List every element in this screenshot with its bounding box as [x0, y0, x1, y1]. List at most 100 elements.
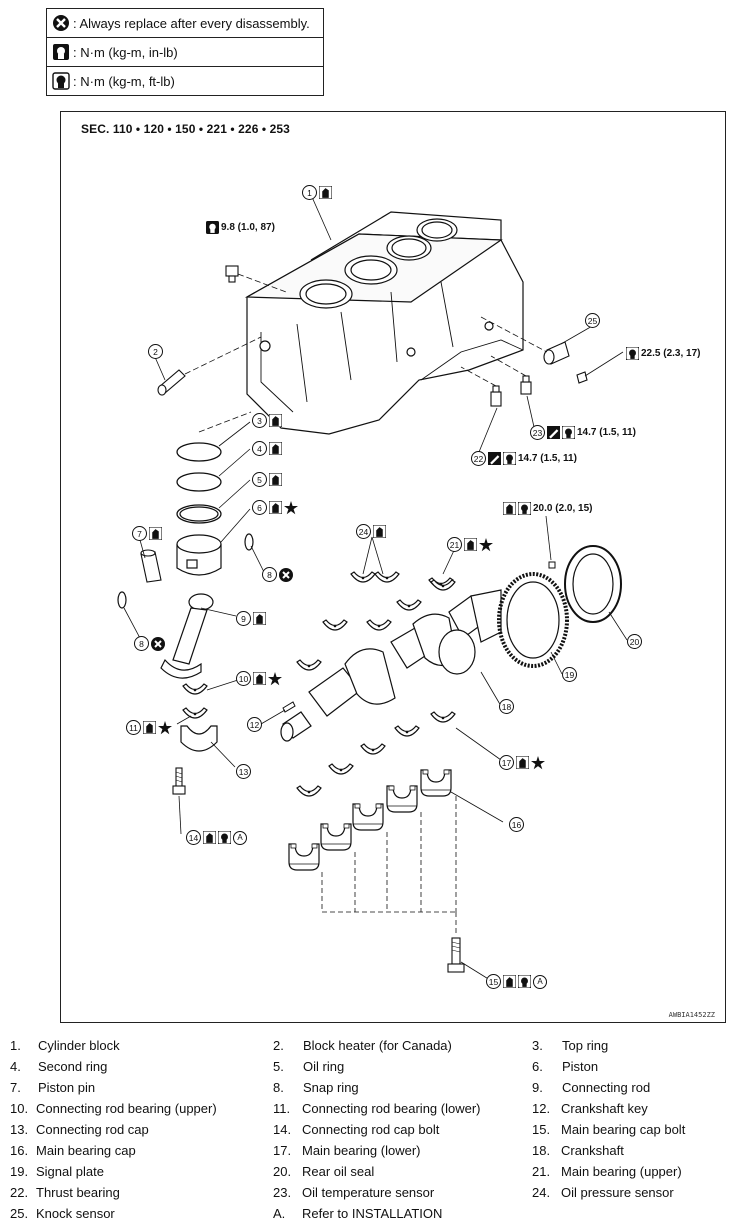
part-number: 12.: [532, 1101, 551, 1116]
callout-number: 11: [126, 720, 141, 735]
callout-number: 5: [252, 472, 267, 487]
part-name: Main bearing cap bolt: [561, 1122, 686, 1137]
part-number: 23.: [273, 1185, 292, 1200]
callout-number: 23: [530, 425, 545, 440]
lubricate-icon: [319, 186, 332, 199]
part-number: 21.: [532, 1164, 551, 1179]
callout-number: 1: [302, 185, 317, 200]
torque-ft-lb-icon: [52, 72, 70, 90]
part-number: 10.: [10, 1101, 29, 1116]
callout-8-right: 8: [262, 567, 293, 582]
part-name: Connecting rod cap: [36, 1122, 149, 1137]
part-number: A.: [273, 1206, 286, 1221]
part-number: 5.: [273, 1059, 284, 1074]
lubricate-icon: [516, 756, 529, 769]
callout-2: 2: [148, 344, 163, 359]
part-number: 8.: [273, 1080, 284, 1095]
crankshaft-drawing: [280, 589, 502, 742]
rod-cap-drawing: [180, 725, 218, 752]
part-name: Main bearing (lower): [302, 1143, 421, 1158]
part-number: 2.: [273, 1038, 284, 1053]
part-name: Main bearing (upper): [561, 1164, 682, 1179]
part-number: 25.: [10, 1206, 29, 1221]
legend-text-torque-ft-lb: : N·m (kg-m, ft-lb): [73, 73, 175, 89]
callout-number: 8: [134, 636, 149, 651]
callout-number: 7: [132, 526, 147, 541]
torque-ft-lb-icon: [503, 452, 516, 465]
part-number: 14.: [273, 1122, 292, 1137]
callout-13: 13: [236, 764, 251, 779]
part-number: 19.: [10, 1164, 29, 1179]
part-name: Connecting rod: [562, 1080, 651, 1095]
lubricate-icon: [143, 721, 156, 734]
callout-number: 20: [627, 634, 642, 649]
callout-24: 23 14.7 (1.5, 11): [530, 425, 636, 440]
star-icon: [531, 755, 545, 769]
piston-drawing: [176, 534, 222, 576]
callout-19: 19: [562, 667, 577, 682]
sealant-icon: [488, 452, 501, 465]
torque-ft-lb-icon: [518, 502, 531, 515]
callout-number: 4: [252, 441, 267, 456]
part-name: Signal plate: [36, 1164, 104, 1179]
part-name: Cylinder block: [38, 1038, 120, 1053]
part-number: 15.: [532, 1122, 551, 1137]
always-replace-icon: [279, 567, 293, 582]
knock-sensor-drawing: [543, 341, 588, 384]
callout-25: 25: [585, 313, 600, 328]
part-name: Oil temperature sensor: [302, 1185, 435, 1200]
part-name: Connecting rod bearing (lower): [302, 1101, 481, 1116]
callout-7: 7: [132, 526, 162, 541]
star-icon: [284, 500, 298, 514]
lubricate-icon: [373, 525, 386, 538]
part-number: 17.: [273, 1143, 292, 1158]
connecting-rod-drawing: [160, 593, 214, 679]
callout-5: 5: [252, 472, 282, 487]
callout-6: 6: [252, 500, 298, 515]
callout-number: 16: [509, 817, 524, 832]
callout-number: 21: [447, 537, 462, 552]
part-name: Thrust bearing: [36, 1185, 120, 1200]
rod-cap-bolt-drawing: [172, 767, 186, 795]
callout-8-left: 8: [134, 636, 165, 651]
callout-4: 4: [252, 441, 282, 456]
reference-a-badge: A: [533, 974, 547, 989]
part-name: Rear oil seal: [302, 1164, 375, 1179]
part-number: 18.: [532, 1143, 551, 1158]
sealant-icon: [547, 426, 560, 439]
callout-number: 12: [247, 717, 262, 732]
callout-number: 9: [236, 611, 251, 626]
callout-3: 3: [252, 413, 282, 428]
callout-number: 8: [262, 567, 277, 582]
lubricate-icon: [269, 442, 282, 455]
torque-in-lb-icon: [53, 44, 69, 60]
callout-number: 24: [356, 524, 371, 539]
cylinder-block-drawing: [244, 211, 524, 435]
callout-number: 14: [186, 830, 201, 845]
callout-number: 22: [471, 451, 486, 466]
drain-plug-drawing: [225, 265, 239, 283]
part-name: Connecting rod bearing (upper): [36, 1101, 217, 1116]
callout-21: 21: [447, 537, 493, 552]
star-icon: [479, 537, 493, 551]
piston-pin-drawing: [140, 549, 162, 583]
torque-value: 20.0 (2.0, 15): [533, 503, 593, 514]
legend-text-torque-in-lb: : N·m (kg-m, in-lb): [73, 44, 178, 60]
callout-23: 22 14.7 (1.5, 11): [471, 451, 577, 466]
lubricate-icon: [269, 501, 282, 514]
callout-12: 12: [247, 717, 262, 732]
callout-number: 15: [486, 974, 501, 989]
torque-in-lb-icon: [206, 221, 219, 234]
part-number: 6.: [532, 1059, 543, 1074]
lubricate-icon: [503, 502, 516, 515]
callout-9: 9: [236, 611, 266, 626]
lubricate-icon: [269, 414, 282, 427]
rear-oil-seal-drawing: [564, 545, 622, 623]
torque-value: 14.7 (1.5, 11): [518, 453, 577, 464]
callout-20: 20: [627, 634, 642, 649]
part-name: Oil pressure sensor: [561, 1185, 674, 1200]
part-name: Crankshaft: [561, 1143, 624, 1158]
callout-number: 13: [236, 764, 251, 779]
callout-18: 18: [499, 699, 514, 714]
part-name: Oil ring: [303, 1059, 345, 1074]
